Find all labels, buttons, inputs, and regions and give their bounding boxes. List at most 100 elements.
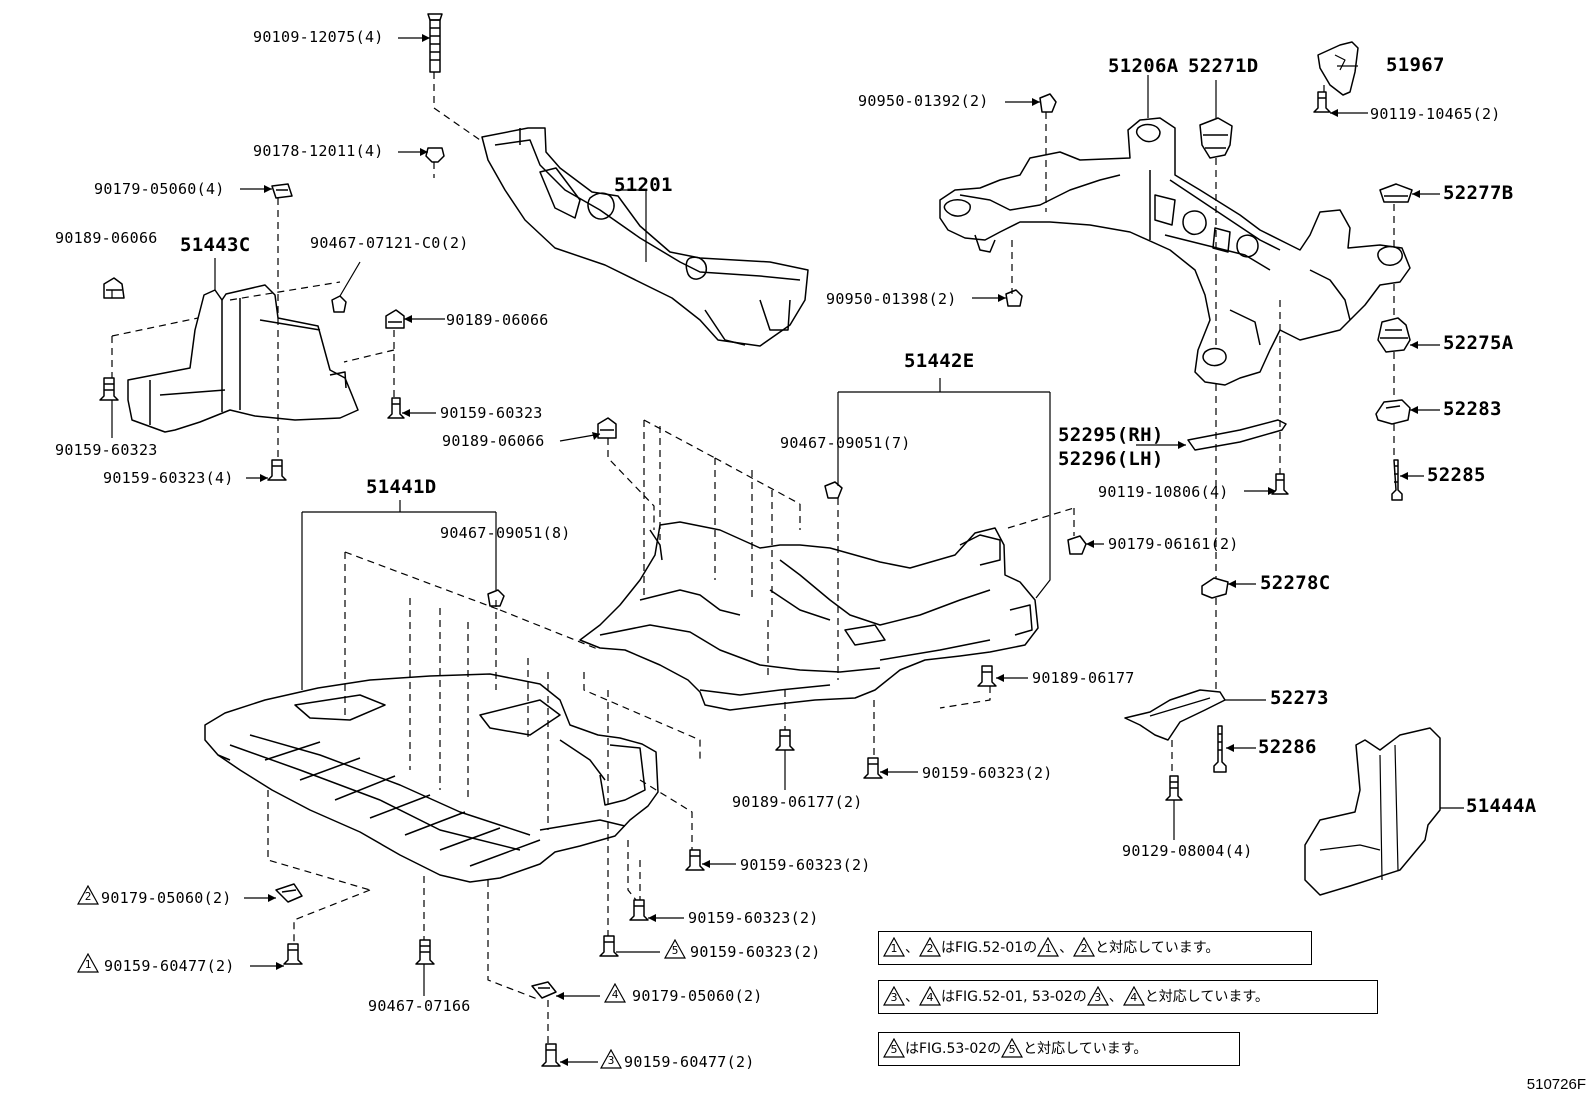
grommet-90189-a	[103, 277, 125, 299]
label-90467-09051-8: 90467-09051(8)	[440, 524, 571, 542]
label-52275a: 52275A	[1443, 332, 1514, 354]
triangle-mark: 1	[883, 936, 905, 957]
label-52283: 52283	[1443, 398, 1502, 420]
crossmember-51201	[481, 127, 809, 347]
label-51443c: 51443C	[180, 234, 251, 256]
label-90159-60323-2-c: 90159-60323(2)	[688, 909, 819, 927]
label-90129-08004: 90129-08004(4)	[1122, 842, 1253, 860]
triangle-mark: 5	[883, 1037, 905, 1058]
label-90179-06161: 90179-06161(2)	[1108, 535, 1239, 553]
label-51967: 51967	[1386, 54, 1445, 76]
stopper-52277b	[1379, 183, 1413, 203]
clip-90179-05060-top	[271, 183, 293, 199]
under-cover-51442e	[579, 521, 1039, 711]
label-90950-01398: 90950-01398(2)	[826, 290, 957, 308]
label-90159-60323-4: 90159-60323(4)	[103, 469, 234, 487]
clip-90179-05060-l	[275, 883, 303, 903]
note-text: と対応しています。	[1095, 940, 1220, 956]
nut-90950-01398	[1005, 289, 1023, 307]
label-51201: 51201	[614, 174, 673, 196]
triangle-mark: 3	[883, 985, 905, 1006]
label-51442e: 51442E	[904, 350, 975, 372]
label-52278c: 52278C	[1260, 572, 1331, 594]
label-90189-06177-2: 90189-06177(2)	[732, 793, 863, 811]
grommet-90189-b	[385, 309, 405, 329]
bolt-52285	[1391, 459, 1403, 501]
label-90159-60323-2-b: 90159-60323(2)	[740, 856, 871, 874]
triangle-mark: 5	[1001, 1037, 1024, 1058]
label-52271d: 52271D	[1188, 55, 1259, 77]
label-90159-60323-2-a: 90159-60323(2)	[922, 764, 1053, 782]
label-90467-07121: 90467-07121-C0(2)	[310, 234, 469, 252]
triangle-mark-5: 5	[664, 939, 686, 959]
note-sep: 、	[1059, 940, 1074, 956]
bolt-52286	[1213, 725, 1227, 773]
label-90109-12075: 90109-12075(4)	[253, 28, 384, 46]
nut-90178	[425, 147, 445, 163]
label-52295-rh: 52295(RH)	[1058, 424, 1164, 446]
label-90159-60323-a: 90159-60323	[440, 404, 543, 422]
rear-subframe-51206a	[939, 117, 1411, 386]
label-90179-05060-4: 90179-05060(4)	[94, 180, 225, 198]
bracket-52273	[1124, 689, 1226, 741]
label-90467-07166: 90467-07166	[368, 997, 471, 1015]
label-90179-05060-2-a: 90179-05060(2)	[101, 889, 232, 907]
bracket-51967	[1317, 41, 1359, 96]
label-90178-12011: 90178-12011(4)	[253, 142, 384, 160]
label-90189-06066-b: 90189-06066	[446, 311, 549, 329]
note-sep: 、	[905, 940, 919, 956]
triangle-mark: 4	[1122, 985, 1145, 1006]
clip-90179-06161	[1067, 535, 1087, 555]
under-cover-51441d	[204, 673, 659, 883]
shield-51443c	[127, 284, 359, 433]
bolts	[99, 91, 1331, 1067]
label-90159-60477-2-b: 90159-60477(2)	[624, 1053, 755, 1071]
triangle-mark: 4	[919, 985, 941, 1006]
triangle-mark-1: 1	[77, 953, 99, 973]
label-51444a: 51444A	[1466, 795, 1537, 817]
stud-90109	[427, 13, 443, 73]
note-text: はFIG.52-01の	[941, 940, 1038, 956]
clip-90467-09051-a	[824, 481, 843, 499]
label-90189-06066-a: 90189-06066	[55, 229, 158, 247]
triangle-mark-2: 2	[77, 885, 99, 905]
clip-90179-05060-r	[531, 981, 557, 999]
brace-52295	[1187, 419, 1287, 451]
label-90159-60477-2-a: 90159-60477(2)	[104, 957, 235, 975]
stopper-52278c	[1201, 577, 1229, 599]
note-sep: 、	[1108, 989, 1123, 1005]
note-text: と対応しています。	[1144, 989, 1269, 1005]
triangle-mark: 3	[1086, 985, 1109, 1006]
note-sep: 、	[905, 989, 919, 1005]
triangle-mark: 2	[1073, 936, 1096, 957]
label-90189-06177: 90189-06177	[1032, 669, 1135, 687]
label-90189-06066-c: 90189-06066	[442, 432, 545, 450]
label-51441d: 51441D	[366, 476, 437, 498]
grommet-90189-c	[597, 417, 617, 439]
mount-52271d	[1199, 117, 1233, 159]
triangle-mark-4: 4	[604, 983, 626, 1003]
shield-51444a	[1304, 727, 1441, 896]
note-text: はFIG.52-01, 53-02の	[941, 989, 1087, 1005]
triangle-mark: 1	[1037, 936, 1060, 957]
label-90159-60323-b: 90159-60323	[55, 441, 158, 459]
label-90467-09051-7: 90467-09051(7)	[780, 434, 911, 452]
label-90119-10806: 90119-10806(4)	[1098, 483, 1229, 501]
label-90119-10465: 90119-10465(2)	[1370, 105, 1501, 123]
label-90179-05060-2-b: 90179-05060(2)	[632, 987, 763, 1005]
label-52273: 52273	[1270, 687, 1329, 709]
label-90950-01392: 90950-01392(2)	[858, 92, 989, 110]
label-52296-lh: 52296(LH)	[1058, 448, 1164, 470]
mount-52275a	[1377, 317, 1411, 353]
note-text: はFIG.53-02の	[905, 1041, 1002, 1057]
triangle-mark-3: 3	[600, 1049, 622, 1069]
clip-90467-07121	[331, 295, 347, 313]
label-51206a: 51206A	[1108, 55, 1179, 77]
label-52286: 52286	[1258, 736, 1317, 758]
triangle-mark: 2	[919, 936, 941, 957]
label-90159-60323-2-d: 90159-60323(2)	[690, 943, 821, 961]
note-text: と対応しています。	[1023, 1041, 1148, 1057]
